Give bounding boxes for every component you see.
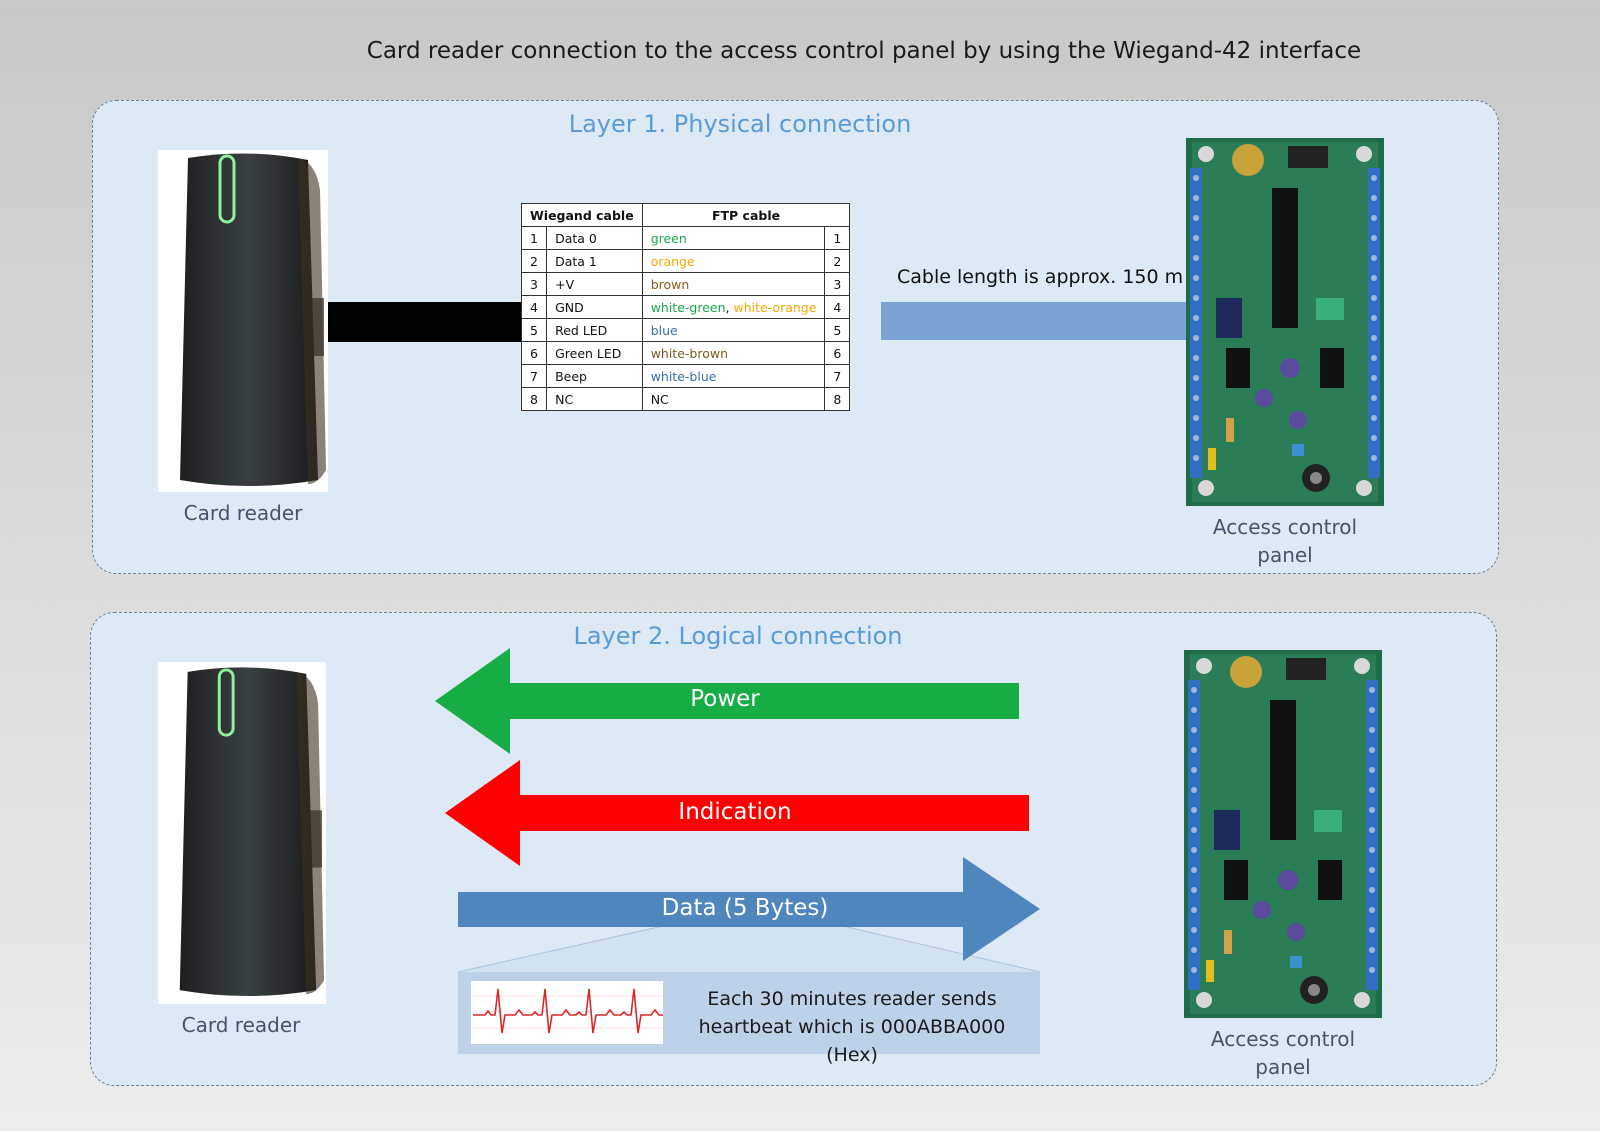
table-row: 3 +V brown 3 [520, 272, 851, 296]
wiring-header-ftp: FTP cable [641, 203, 851, 227]
wiring-signal: +V [546, 272, 643, 296]
access-control-board-icon [1186, 138, 1384, 506]
layer1-panel-caption-line2: panel [1257, 543, 1313, 567]
table-row: 8 NC NC 8 [520, 387, 851, 411]
card-reader-photo-2 [158, 662, 326, 1004]
wiring-pin: 7 [520, 364, 548, 388]
wiegand-cable [328, 302, 522, 342]
cable-length-label: Cable length is approx. 150 m [897, 266, 1184, 288]
wiring-ftp-pin: 2 [824, 249, 851, 273]
data-arrow [458, 857, 1040, 961]
layer2-title: Layer 2. Logical connection [573, 622, 903, 650]
access-control-board-icon [1184, 650, 1382, 1018]
wiring-signal: GND [546, 295, 643, 319]
wiring-signal: Beep [546, 364, 643, 388]
access-panel-photo-2 [1184, 650, 1382, 1018]
layer2-panel-caption-line2: panel [1255, 1055, 1311, 1079]
layer1-reader-caption: Card reader [183, 501, 303, 525]
card-reader-icon [179, 667, 325, 997]
layer1-title: Layer 1. Physical connection [568, 110, 912, 138]
access-panel-photo-1 [1186, 138, 1384, 506]
wiring-table-wrap: Wiegand cable FTP cable 1 Data 0 green 1… [520, 203, 851, 411]
table-row: 1 Data 0 green 1 [520, 226, 851, 250]
card-reader-photo-1 [158, 150, 328, 492]
wiring-ftp-pin: 4 [824, 295, 851, 319]
table-row: 7 Beep white-blue 7 [520, 364, 851, 388]
indication-arrow [445, 760, 1029, 866]
table-row: 6 Green LED white-brown 6 [520, 341, 851, 365]
layer2-panel-caption: Access control panel [1184, 1025, 1382, 1081]
wiring-wire: white-brown [641, 341, 826, 365]
wiring-wire: orange [641, 249, 826, 273]
wiring-ftp-pin: 3 [824, 272, 851, 296]
power-label: Power [690, 686, 760, 712]
layer1-panel-caption: Access control panel [1186, 513, 1384, 569]
wiring-pin: 8 [520, 387, 548, 411]
wiring-table: Wiegand cable FTP cable 1 Data 0 green 1… [520, 203, 851, 411]
wiring-signal: Green LED [546, 341, 643, 365]
wiring-ftp-pin: 5 [824, 318, 851, 342]
wire-white-green: white-green [650, 299, 726, 315]
wiring-header-wiegand: Wiegand cable [521, 203, 643, 227]
wiring-pin: 4 [520, 295, 548, 319]
wiring-ftp-pin: 1 [824, 226, 851, 250]
table-row: 5 Red LED blue 5 [520, 318, 851, 342]
callout-connector [458, 926, 1040, 972]
wiring-pin: 1 [520, 226, 548, 250]
wiring-pin: 3 [520, 272, 548, 296]
wiring-wire: blue [641, 318, 826, 342]
heartbeat-icon [471, 988, 663, 1034]
heartbeat-text: Each 30 minutes reader sends heartbeat w… [670, 985, 1034, 1069]
table-row: 2 Data 1 orange 2 [520, 249, 851, 273]
wiring-pin: 6 [520, 341, 548, 365]
wiring-pin: 2 [520, 249, 548, 273]
page-title: Card reader connection to the access con… [366, 38, 1362, 64]
wiring-signal: Data 0 [546, 226, 643, 250]
table-row: 4 GND white-green, white-orange 4 [520, 295, 851, 319]
wiring-signal: Red LED [546, 318, 643, 342]
wiring-signal: NC [546, 387, 643, 411]
wiring-wire: NC [641, 387, 826, 411]
layer2-panel-caption-line1: Access control [1210, 1027, 1356, 1051]
ftp-cable [881, 302, 1186, 340]
heartbeat-text-line1: Each 30 minutes reader sends [707, 988, 997, 1010]
indication-label: Indication [678, 799, 792, 825]
wire-separator: , [725, 299, 734, 315]
wiring-signal: Data 1 [546, 249, 643, 273]
wiring-pin: 5 [520, 318, 548, 342]
wiring-wire: white-blue [641, 364, 826, 388]
wiring-wire: green [641, 226, 826, 250]
wire-white-orange: white-orange [733, 299, 817, 315]
layer1-panel-caption-line1: Access control [1212, 515, 1358, 539]
wiring-ftp-pin: 6 [824, 341, 851, 365]
wiring-wire: brown [641, 272, 826, 296]
wiring-ftp-pin: 8 [824, 387, 851, 411]
power-arrow [435, 648, 1019, 754]
card-reader-icon [180, 153, 326, 487]
heartbeat-image [471, 981, 663, 1044]
data-label: Data (5 Bytes) [661, 895, 829, 921]
layer2-reader-caption: Card reader [181, 1013, 301, 1037]
wiring-ftp-pin: 7 [824, 364, 851, 388]
heartbeat-text-line2: heartbeat which is 000ABBA000 (Hex) [698, 1016, 1006, 1066]
wiring-wire: white-green, white-orange [641, 295, 826, 319]
